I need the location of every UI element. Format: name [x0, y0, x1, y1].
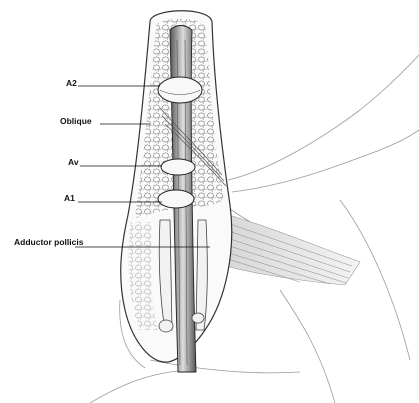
- label-oblique: Oblique: [60, 117, 92, 126]
- label-av: Av: [68, 158, 79, 167]
- label-a1: A1: [64, 194, 75, 203]
- label-a2: A2: [66, 79, 77, 88]
- label-adductor-pollicis: Adductor pollicis: [14, 238, 83, 247]
- pulley-a1: [158, 190, 194, 208]
- pulley-av: [161, 159, 195, 175]
- pulley-a2: [158, 77, 202, 103]
